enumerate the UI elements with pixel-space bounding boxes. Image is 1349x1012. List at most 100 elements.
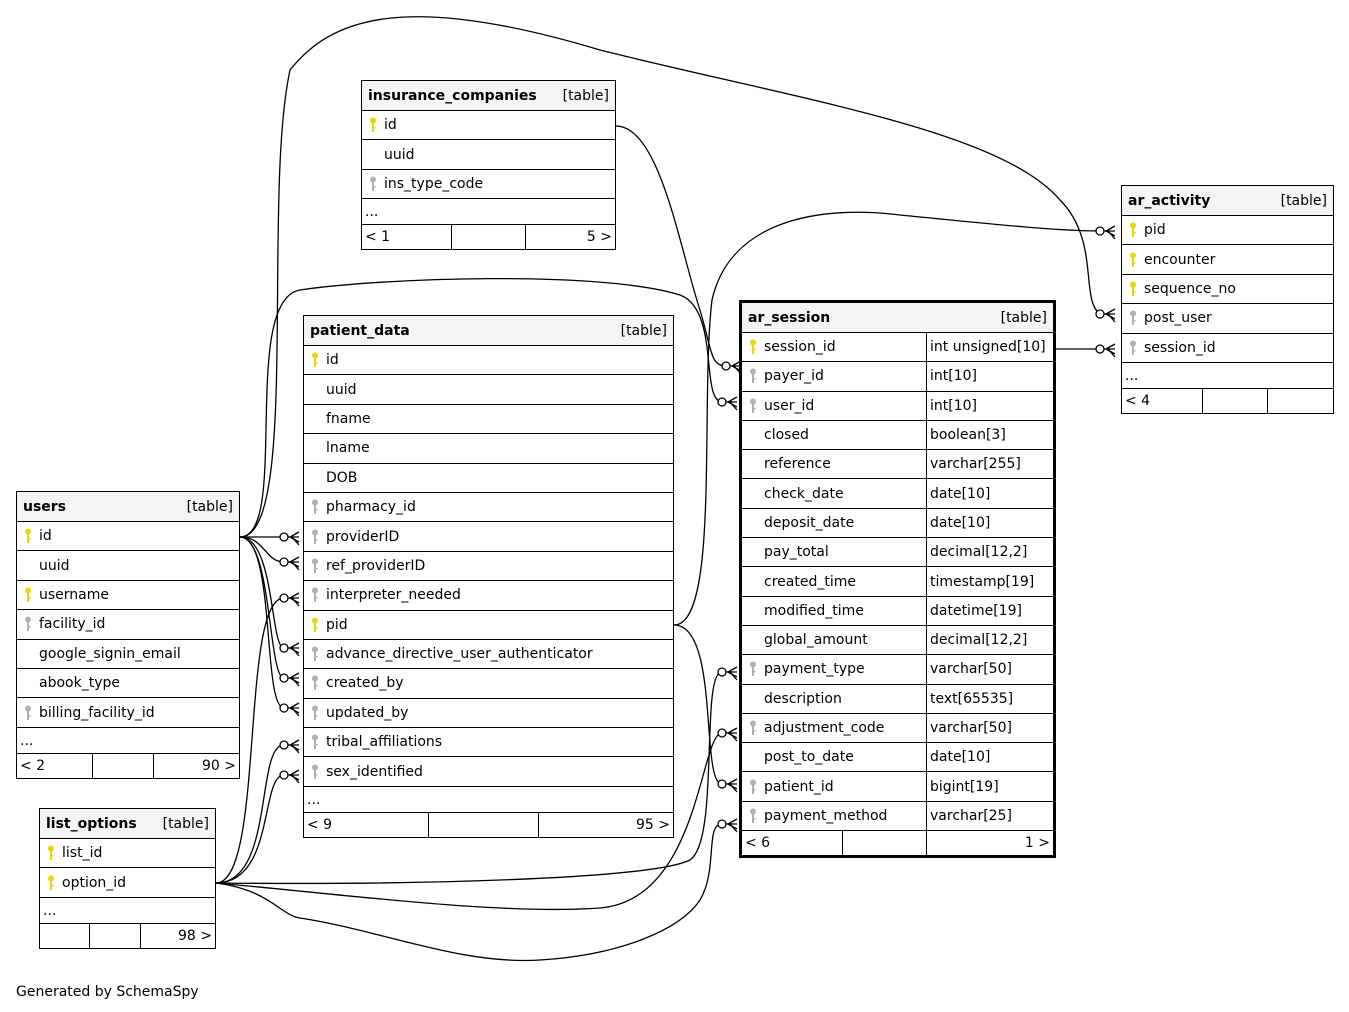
crows-foot-zero-many-icon xyxy=(279,531,300,546)
children-count[interactable]: 1 > xyxy=(1024,835,1050,852)
table-header[interactable]: list_options [table] xyxy=(40,809,215,839)
column-row[interactable]: session_id xyxy=(1122,334,1333,363)
table-name[interactable]: patient_data xyxy=(310,322,410,339)
column-row[interactable]: DOB xyxy=(304,464,673,493)
column-name: description xyxy=(764,690,842,707)
column-name: sex_identified xyxy=(326,763,423,780)
children-count[interactable]: 98 > xyxy=(178,927,212,944)
column-row[interactable]: fname xyxy=(304,405,673,435)
column-row[interactable]: lname xyxy=(304,434,673,464)
edge-patient-pid-ar-session-patient-id xyxy=(673,624,723,785)
table-name[interactable]: insurance_companies xyxy=(368,87,537,104)
column-row[interactable]: id xyxy=(304,346,673,376)
column-name: id xyxy=(384,117,397,134)
foreign-key-icon xyxy=(742,808,764,824)
column-row[interactable]: uuid xyxy=(304,375,673,405)
column-row[interactable]: list_id xyxy=(40,839,215,869)
column-row[interactable]: ins_type_code xyxy=(362,170,615,200)
column-row[interactable]: sex_identified xyxy=(304,757,673,787)
parents-count[interactable] xyxy=(40,923,90,948)
table-header[interactable]: users[table] xyxy=(17,492,239,522)
children-count[interactable]: 90 > xyxy=(202,757,236,774)
table-kind: [table] xyxy=(162,815,209,832)
table-footer: < 6 1 > xyxy=(742,831,1053,856)
column-name: fname xyxy=(326,410,371,427)
parents-count[interactable]: < 4 xyxy=(1122,388,1203,413)
primary-key-icon xyxy=(742,339,764,355)
parents-count[interactable]: < 2 xyxy=(17,753,93,778)
table-header[interactable]: insurance_companies[table] xyxy=(362,81,615,111)
column-row[interactable]: uuid xyxy=(362,140,615,170)
column-row[interactable]: interpreter_needed xyxy=(304,581,673,611)
column-row[interactable]: pid xyxy=(1122,216,1333,246)
table-header[interactable]: patient_data[table] xyxy=(304,316,673,346)
column-row[interactable]: id xyxy=(17,522,239,552)
column-row[interactable]: post_user xyxy=(1122,304,1333,334)
column-row[interactable]: username xyxy=(17,581,239,611)
table-kind: [table] xyxy=(1280,192,1327,209)
table-header[interactable]: ar_activity [table] xyxy=(1122,186,1333,216)
crows-foot-zero-many-icon xyxy=(279,769,300,784)
column-row[interactable]: created_by xyxy=(304,669,673,699)
column-row[interactable]: pharmacy_id xyxy=(304,493,673,523)
table-header[interactable]: ar_session[table] xyxy=(742,303,1053,333)
children-count[interactable]: 95 > xyxy=(636,816,670,833)
crows-foot-zero-many-icon xyxy=(1095,225,1116,240)
column-row[interactable]: google_signin_email xyxy=(17,640,239,669)
column-row[interactable]: abook_type xyxy=(17,669,239,699)
column-row[interactable]: sequence_no xyxy=(1122,275,1333,305)
parents-count[interactable]: < 1 xyxy=(362,225,452,250)
parents-count[interactable]: < 6 xyxy=(742,831,843,856)
column-row[interactable]: updated_by xyxy=(304,699,673,729)
column-type: varchar[25] xyxy=(926,801,1053,831)
table-name[interactable]: users xyxy=(23,498,67,515)
children-count[interactable] xyxy=(1268,389,1333,413)
column-row[interactable]: encounter xyxy=(1122,245,1333,275)
column-row[interactable]: billing_facility_id xyxy=(17,698,239,728)
table-name[interactable]: ar_activity xyxy=(1128,192,1211,209)
column-type: decimal[12,2] xyxy=(926,538,1053,567)
column-row[interactable]: tribal_affiliations xyxy=(304,728,673,758)
children-count[interactable]: 5 > xyxy=(586,229,612,246)
column-row[interactable]: uuid xyxy=(17,551,239,581)
more-columns: ... xyxy=(1122,363,1333,389)
primary-key-icon xyxy=(1122,222,1144,238)
column-row[interactable]: facility_id xyxy=(17,610,239,640)
column-row[interactable]: id xyxy=(362,111,615,141)
parents-count[interactable]: < 9 xyxy=(304,812,429,837)
foreign-key-icon xyxy=(742,720,764,736)
column-row[interactable]: advance_directive_user_authenticator xyxy=(304,640,673,670)
table-name[interactable]: list_options xyxy=(46,815,137,832)
column-row[interactable]: providerID xyxy=(304,522,673,552)
table-name[interactable]: ar_session xyxy=(748,309,831,326)
more-columns: ... xyxy=(362,199,615,226)
column-row[interactable]: pid xyxy=(304,611,673,640)
column-name: closed xyxy=(764,427,809,444)
column-row[interactable]: ref_providerID xyxy=(304,552,673,582)
column-row[interactable]: option_id xyxy=(40,868,215,898)
foreign-key-icon xyxy=(304,705,326,721)
